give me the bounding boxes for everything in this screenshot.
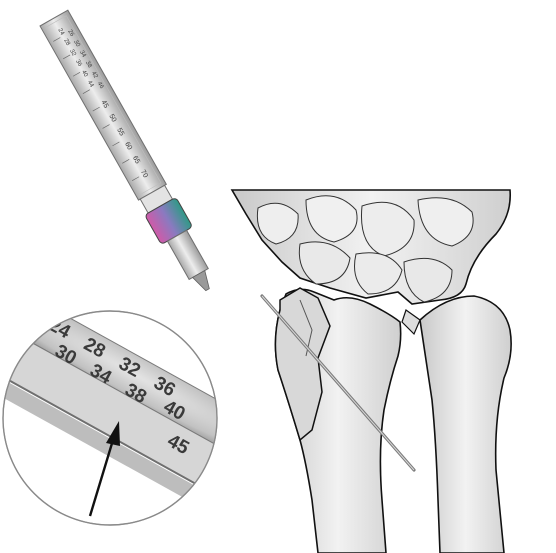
radius-bone [275,288,400,553]
carpal-bones [232,190,510,304]
lens-label-50: 50 [209,456,238,485]
ulna-bone [402,296,511,553]
magnified-scale-inset: 22 24 28 32 36 26 30 34 38 40 45 50 [0,276,292,530]
lens-label-22: 22 [8,294,37,323]
depth-gauge: 24 28 32 36 40 44 26 30 34 38 42 46 45 5… [38,9,223,298]
ulna-outline [420,296,511,553]
